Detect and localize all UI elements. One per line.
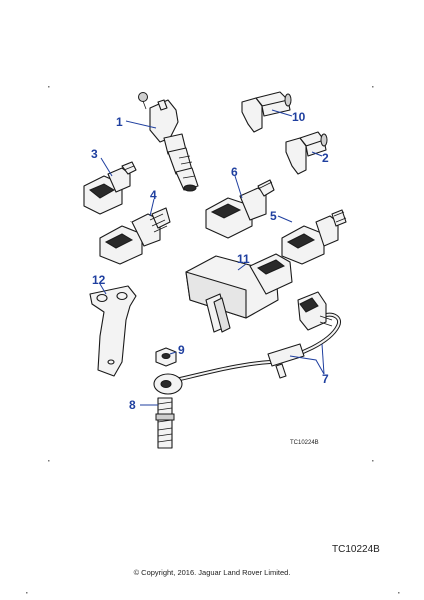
callout-10: 10 <box>292 110 306 124</box>
part-7-knock-sensor <box>153 291 341 395</box>
callout-9: 9 <box>178 343 185 357</box>
callout-11: 11 <box>237 252 250 266</box>
registration-marks <box>26 86 400 594</box>
part-9-nut <box>155 347 177 367</box>
callout-5: 5 <box>270 209 277 223</box>
callouts: 1 2 3 4 5 6 7 8 9 10 11 12 <box>91 110 329 412</box>
callout-12: 12 <box>92 273 106 287</box>
leader-lines <box>99 109 325 406</box>
part-11-airflow-sensor <box>185 253 293 333</box>
part-6-pressure-sensor <box>205 179 275 239</box>
part-3-temperature-sensor <box>83 161 137 215</box>
inline-illustration-code: TC10224B <box>290 440 319 446</box>
part-1-solenoid-valve <box>138 92 199 192</box>
part-5-oil-pressure-switch <box>281 209 347 265</box>
part-4-dot: . <box>130 218 132 224</box>
part-4-coolant-sensor: . <box>99 207 171 265</box>
callout-8: 8 <box>129 398 136 412</box>
part-12-bracket <box>89 285 137 377</box>
part-10-sensor <box>241 91 292 133</box>
callout-6: 6 <box>231 165 238 179</box>
callout-1: 1 <box>116 115 123 129</box>
copyright-notice: © Copyright, 2016. Jaguar Land Rover Lim… <box>133 568 291 577</box>
callout-7: 7 <box>322 372 329 386</box>
callout-4: 4 <box>150 188 157 202</box>
part-2-sensor <box>285 131 328 175</box>
callout-2: 2 <box>322 151 329 165</box>
part-8-stud <box>155 397 175 449</box>
illustration-reference-code: TC10224B <box>332 544 380 555</box>
callout-3: 3 <box>91 147 98 161</box>
